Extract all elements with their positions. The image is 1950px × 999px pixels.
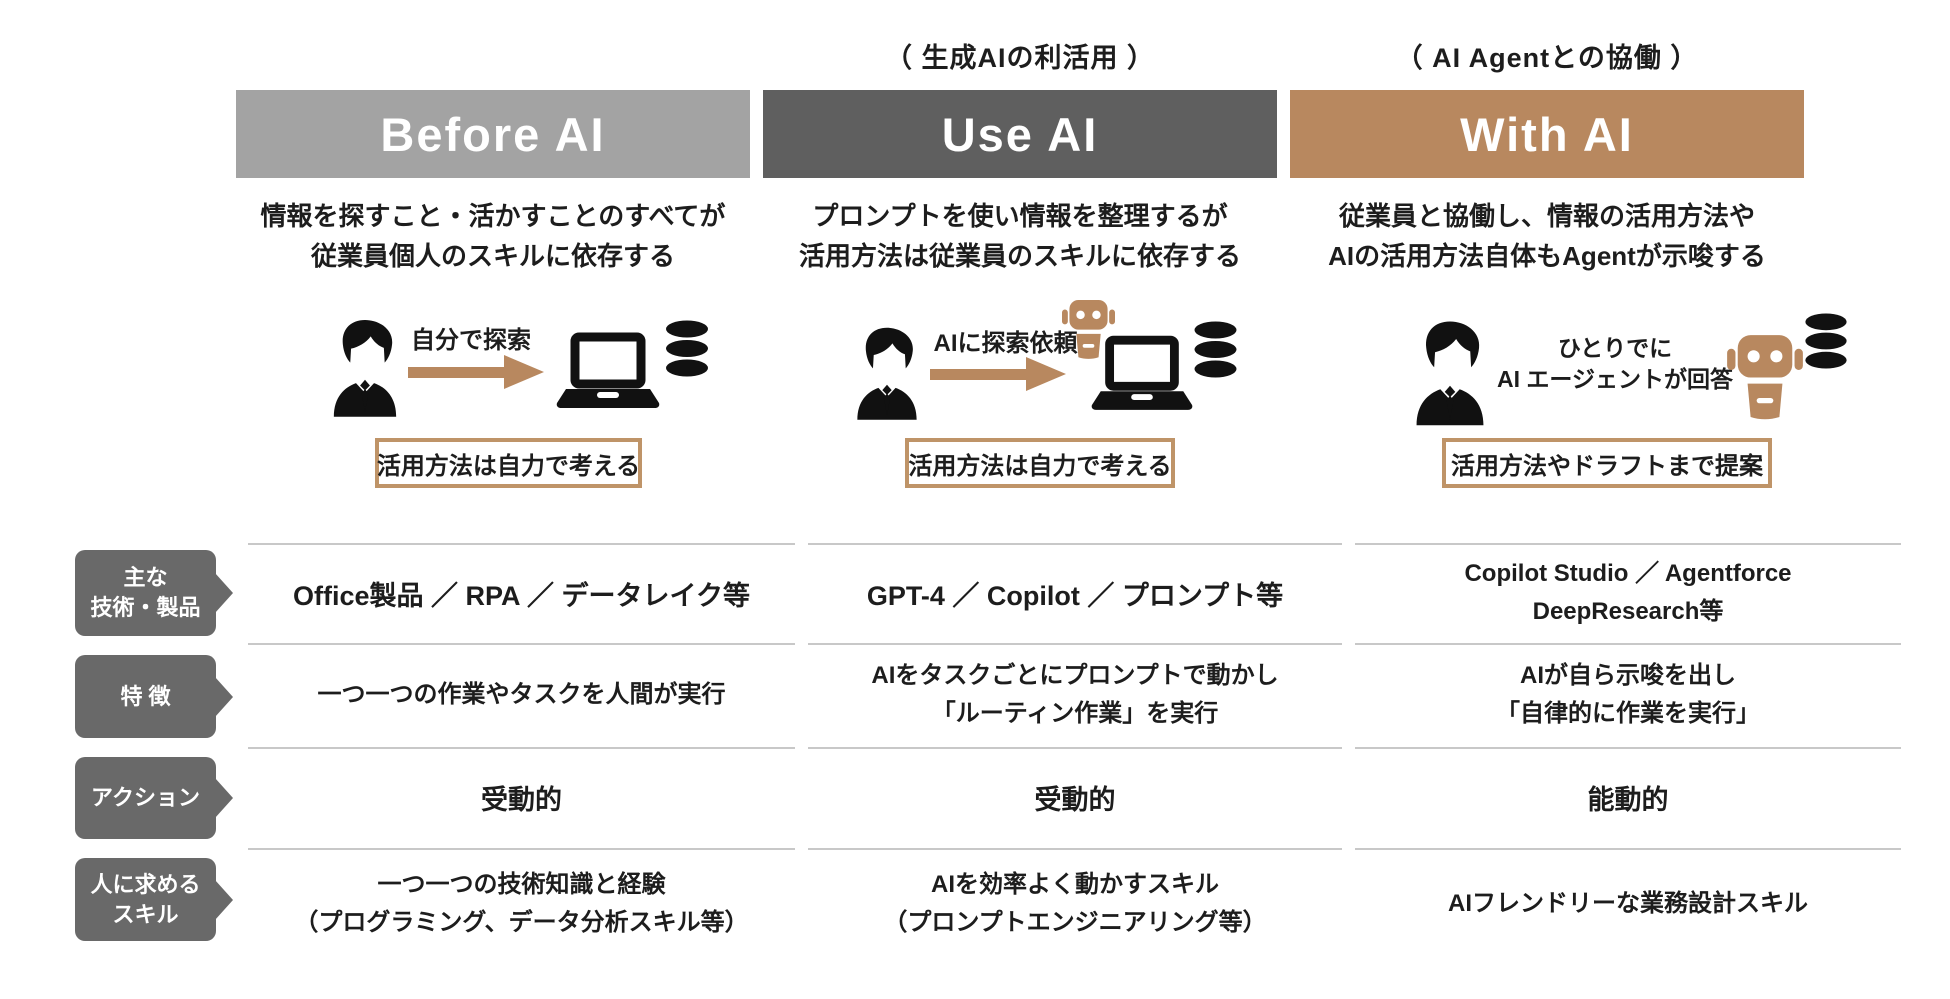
cell-line: AIフレンドリーな業務設計スキル bbox=[1448, 890, 1808, 917]
table-cell: AIをタスクごとにプロンプトで動かし 「ルーティン作業」を実行 bbox=[808, 643, 1342, 747]
description-line: 従業員と協働し、情報の活用方法や bbox=[1338, 201, 1755, 231]
laptop-icon bbox=[553, 331, 663, 415]
arrow-right-icon bbox=[930, 357, 1066, 391]
agent-answer-line: ひとりでに bbox=[1557, 335, 1673, 361]
illustration-use-ai: AIに探索依頼 bbox=[763, 0, 1277, 540]
cell-line: AIを効率よく動かすスキル bbox=[931, 871, 1219, 898]
row-separator bbox=[808, 643, 1342, 645]
table-cell: GPT-4 ／ Copilot ／ プロンプト等 bbox=[808, 543, 1342, 643]
table-cell: AIが自ら示唆を出し 「自律的に作業を実行」 bbox=[1355, 643, 1901, 747]
table-cell: Copilot Studio ／ Agentforce DeepResearch… bbox=[1355, 543, 1901, 643]
row-label-line: 主な bbox=[123, 565, 168, 590]
description-line: 従業員個人のスキルに依存する bbox=[310, 241, 675, 271]
cell-line: Office製品 ／ RPA ／ データレイク等 bbox=[293, 580, 750, 611]
column-with-ai: （ AI Agentとの協働 ） With AI 従業員と協働し、情報の活用方法… bbox=[1290, 0, 1847, 540]
takeaway-box: 活用方法は自力で考える bbox=[905, 438, 1175, 488]
column-caption: （ 生成AIの利活用 ） bbox=[884, 43, 1155, 73]
row-separator bbox=[1355, 848, 1901, 850]
table-cell: 一つ一つの技術知識と経験 （プログラミング、データ分析スキル等） bbox=[248, 848, 795, 960]
column-use-ai: （ 生成AIの利活用 ） Use AI プロンプトを使い情報を整理するが 活用方… bbox=[763, 0, 1277, 540]
table-cell: AIフレンドリーな業務設計スキル bbox=[1355, 848, 1901, 960]
cell-line: DeepResearch等 bbox=[1532, 598, 1724, 625]
cell-line: Copilot Studio ／ Agentforce bbox=[1464, 560, 1792, 587]
row-separator bbox=[248, 643, 795, 645]
laptop-icon bbox=[1088, 334, 1196, 417]
cell-line: GPT-4 ／ Copilot ／ プロンプト等 bbox=[866, 580, 1284, 611]
row-label-features: 特 徴 bbox=[75, 655, 216, 738]
person-icon bbox=[324, 310, 406, 425]
cell-line: AIが自ら示唆を出し bbox=[1520, 662, 1736, 689]
row-label-line: 人に求める bbox=[90, 871, 201, 897]
cell-line: AIをタスクごとにプロンプトで動かし bbox=[871, 662, 1279, 689]
cell-line: 受動的 bbox=[481, 785, 562, 815]
row-separator bbox=[248, 543, 795, 545]
description-line: 情報を探すこと・活かすことのすべてが bbox=[260, 201, 726, 231]
database-icon bbox=[665, 320, 709, 377]
description-line: プロンプトを使い情報を整理するが bbox=[812, 201, 1228, 231]
database-icon bbox=[1804, 313, 1848, 369]
row-separator bbox=[808, 543, 1342, 545]
cell-line: 一つ一つの技術知識と経験 bbox=[377, 871, 666, 898]
description-line: AIの活用方法自体もAgentが示唆する bbox=[1328, 241, 1766, 271]
agent-answer-line: AI エージェントが回答 bbox=[1497, 366, 1733, 392]
table-cell: Office製品 ／ RPA ／ データレイク等 bbox=[248, 543, 795, 643]
cell-line: 「ルーティン作業」を実行 bbox=[931, 700, 1219, 727]
arrow-right-icon bbox=[408, 355, 544, 389]
cell-line: 一つ一つの作業やタスクを人間が実行 bbox=[317, 681, 726, 708]
column-description: 情報を探すこと・活かすことのすべてが 従業員個人のスキルに依存する bbox=[236, 196, 750, 276]
row-label-main-tech: 主な 技術・製品 bbox=[75, 550, 216, 636]
header-use-ai: Use AI bbox=[763, 90, 1277, 178]
table-cell: 受動的 bbox=[248, 747, 795, 848]
row-label-action: アクション bbox=[75, 757, 216, 839]
cell-line: 「自律的に作業を実行」 bbox=[1496, 700, 1760, 727]
table-cell: 能動的 bbox=[1355, 747, 1901, 848]
header-before-ai: Before AI bbox=[236, 90, 750, 178]
cell-line: 能動的 bbox=[1587, 785, 1669, 815]
illustration-before-ai: 自分で探索 bbox=[236, 0, 750, 540]
row-separator bbox=[808, 848, 1342, 850]
description-line: 活用方法は従業員のスキルに依存する bbox=[798, 241, 1241, 271]
header-with-ai: With AI bbox=[1290, 90, 1804, 178]
takeaway-box: 活用方法やドラフトまで提案 bbox=[1442, 438, 1772, 488]
agent-answer-label: ひとりでに AI エージェントが回答 bbox=[1490, 333, 1740, 395]
column-description: プロンプトを使い情報を整理するが 活用方法は従業員のスキルに依存する bbox=[763, 196, 1277, 276]
row-separator bbox=[248, 747, 795, 749]
table-cell: 受動的 bbox=[808, 747, 1342, 848]
arrow-label: AIに探索依頼 bbox=[933, 330, 1078, 357]
row-separator bbox=[248, 848, 795, 850]
person-icon bbox=[1406, 315, 1494, 430]
row-separator bbox=[808, 747, 1342, 749]
row-label-line: 技術・製品 bbox=[90, 595, 201, 620]
illustration-with-ai: ひとりでに AI エージェントが回答 bbox=[1290, 0, 1847, 540]
cell-line: 受動的 bbox=[1034, 785, 1116, 815]
arrow-label: 自分で探索 bbox=[411, 327, 531, 354]
cell-line: （プロンプトエンジニアリング等） bbox=[883, 909, 1267, 936]
column-caption: （ AI Agentとの協働 ） bbox=[1395, 43, 1699, 73]
column-before-ai: Before AI 情報を探すこと・活かすことのすべてが 従業員個人のスキルに依… bbox=[236, 0, 750, 540]
robot-icon bbox=[1062, 291, 1115, 362]
database-icon bbox=[1193, 321, 1238, 378]
column-description: 従業員と協働し、情報の活用方法や AIの活用方法自体もAgentが示唆する bbox=[1290, 196, 1804, 276]
takeaway-box: 活用方法は自力で考える bbox=[375, 438, 642, 488]
cell-line: （プログラミング、データ分析スキル等） bbox=[294, 909, 749, 936]
row-separator bbox=[1355, 643, 1901, 645]
person-icon bbox=[848, 318, 926, 428]
row-separator bbox=[1355, 747, 1901, 749]
table-cell: 一つ一つの作業やタスクを人間が実行 bbox=[248, 643, 795, 747]
row-label-line: 特 徴 bbox=[120, 683, 171, 709]
row-separator bbox=[1355, 543, 1901, 545]
row-label-line: スキル bbox=[112, 901, 179, 927]
row-label-line: アクション bbox=[91, 785, 200, 810]
robot-icon bbox=[1727, 323, 1803, 423]
table-cell: AIを効率よく動かすスキル （プロンプトエンジニアリング等） bbox=[808, 848, 1342, 960]
row-label-human-skills: 人に求める スキル bbox=[75, 858, 216, 941]
